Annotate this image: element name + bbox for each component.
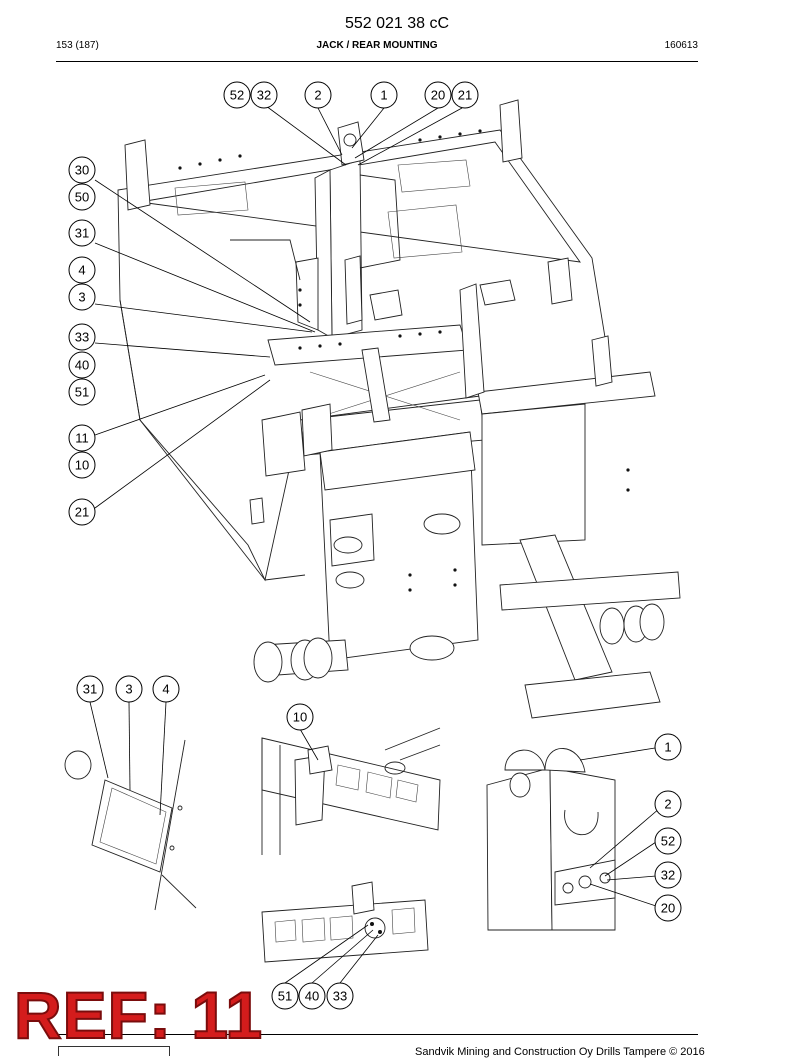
bolt-holes bbox=[178, 129, 630, 592]
callout-label: 1 bbox=[664, 740, 671, 755]
detail-c-art: 1 2 52 32 20 bbox=[486, 733, 682, 931]
callout-label: 50 bbox=[75, 190, 89, 205]
footer-copyright: Sandvik Mining and Construction Oy Drill… bbox=[415, 1046, 705, 1058]
callout-label: 52 bbox=[230, 88, 244, 103]
callout: 3 bbox=[68, 283, 96, 311]
callout-label: 3 bbox=[125, 682, 132, 697]
callout-label: 51 bbox=[278, 989, 292, 1004]
callout: 52 bbox=[654, 827, 682, 855]
callout: 10 bbox=[68, 451, 96, 479]
main-leader-lines bbox=[94, 102, 463, 509]
callout-label: 4 bbox=[78, 263, 85, 278]
callout: 52 bbox=[223, 81, 251, 109]
main-left-callouts: 30 50 31 4 3 33 40 51 11 10 21 bbox=[68, 156, 96, 526]
callout-label: 4 bbox=[162, 682, 169, 697]
callout: 1 bbox=[370, 81, 398, 109]
callout: 33 bbox=[326, 982, 354, 1010]
callout-label: 33 bbox=[75, 330, 89, 345]
callout: 2 bbox=[304, 81, 332, 109]
callout-label: 11 bbox=[75, 431, 89, 446]
callout-label: 32 bbox=[257, 88, 271, 103]
callout-label: 30 bbox=[75, 163, 89, 178]
callout: 21 bbox=[68, 498, 96, 526]
callout: 20 bbox=[424, 81, 452, 109]
callout: 30 bbox=[68, 156, 96, 184]
callout-label: 20 bbox=[431, 88, 445, 103]
callout: 11 bbox=[68, 424, 96, 452]
callout-label: 20 bbox=[661, 901, 675, 916]
callout: 32 bbox=[654, 861, 682, 889]
document-date: 160613 bbox=[664, 40, 698, 51]
callout: 4 bbox=[152, 675, 180, 703]
callout: 32 bbox=[250, 81, 278, 109]
callout-label: 32 bbox=[661, 868, 675, 883]
callout-label: 1 bbox=[380, 88, 387, 103]
callout-label: 31 bbox=[75, 226, 89, 241]
callout-label: 21 bbox=[75, 505, 89, 520]
callout: 21 bbox=[451, 81, 479, 109]
callout: 51 bbox=[68, 378, 96, 406]
callout: 4 bbox=[68, 256, 96, 284]
callout-label: 31 bbox=[83, 682, 97, 697]
page-title: JACK / REAR MOUNTING bbox=[316, 40, 438, 51]
callout-label: 40 bbox=[305, 989, 319, 1004]
main-top-callouts: 52 32 2 1 20 21 bbox=[223, 81, 479, 109]
callout-label: 51 bbox=[75, 385, 89, 400]
callout-label: 52 bbox=[661, 834, 675, 849]
callout-label: 10 bbox=[293, 710, 307, 725]
callout-label: 2 bbox=[664, 797, 671, 812]
callout: 31 bbox=[76, 675, 104, 703]
callout-label: 33 bbox=[333, 989, 347, 1004]
callout-label: 3 bbox=[78, 290, 85, 305]
callout: 40 bbox=[68, 351, 96, 379]
callout: 2 bbox=[654, 790, 682, 818]
footer-divider bbox=[56, 1034, 698, 1035]
callout: 40 bbox=[298, 982, 326, 1010]
callout: 10 bbox=[286, 703, 314, 731]
detail-b-art: 10 bbox=[261, 703, 441, 855]
callout: 51 bbox=[271, 982, 299, 1010]
callout-label: 21 bbox=[458, 88, 472, 103]
detail-a-art: 31 3 4 bbox=[64, 675, 197, 911]
document-number: 552 021 38 cC bbox=[344, 15, 450, 32]
callout: 33 bbox=[68, 323, 96, 351]
ref-stamp: REF: 11 bbox=[13, 978, 264, 1052]
main-assembly-art bbox=[117, 99, 681, 719]
callout: 50 bbox=[68, 183, 96, 211]
detail-d-art: 51 40 33 bbox=[261, 881, 429, 1010]
page-number: 153 (187) bbox=[56, 40, 99, 51]
callout-label: 40 bbox=[75, 358, 89, 373]
page-header: 153 (187) JACK / REAR MOUNTING 160613 bbox=[56, 40, 698, 54]
sandvik-logo bbox=[58, 1046, 170, 1056]
callout: 31 bbox=[68, 219, 96, 247]
callout-label: 10 bbox=[75, 458, 89, 473]
callout: 3 bbox=[115, 675, 143, 703]
header-divider bbox=[56, 61, 698, 62]
callout: 20 bbox=[654, 894, 682, 922]
callout: 1 bbox=[654, 733, 682, 761]
callout-label: 2 bbox=[314, 88, 321, 103]
